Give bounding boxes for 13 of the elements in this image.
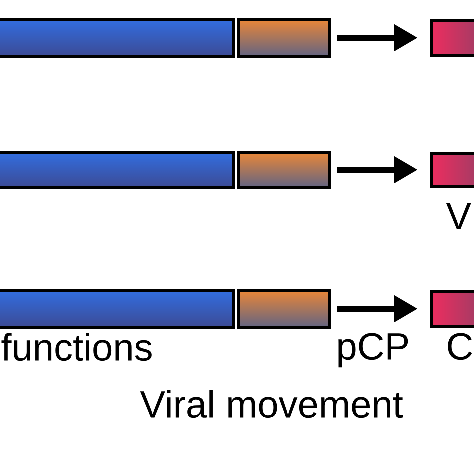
gene-bar bbox=[0, 151, 235, 189]
gene-bar bbox=[430, 152, 474, 188]
label-text: Viral movement bbox=[140, 390, 404, 418]
gene-bar bbox=[237, 18, 331, 58]
label-text: functions bbox=[2, 333, 152, 362]
gene-bar bbox=[0, 289, 235, 329]
gene-bar bbox=[237, 151, 331, 189]
gene-bar bbox=[430, 290, 474, 328]
gene-bar bbox=[237, 289, 331, 329]
label-text: V bbox=[446, 203, 472, 230]
gene-bar bbox=[430, 19, 474, 57]
label-text: pCP bbox=[338, 333, 408, 368]
gene-bar bbox=[0, 18, 235, 58]
